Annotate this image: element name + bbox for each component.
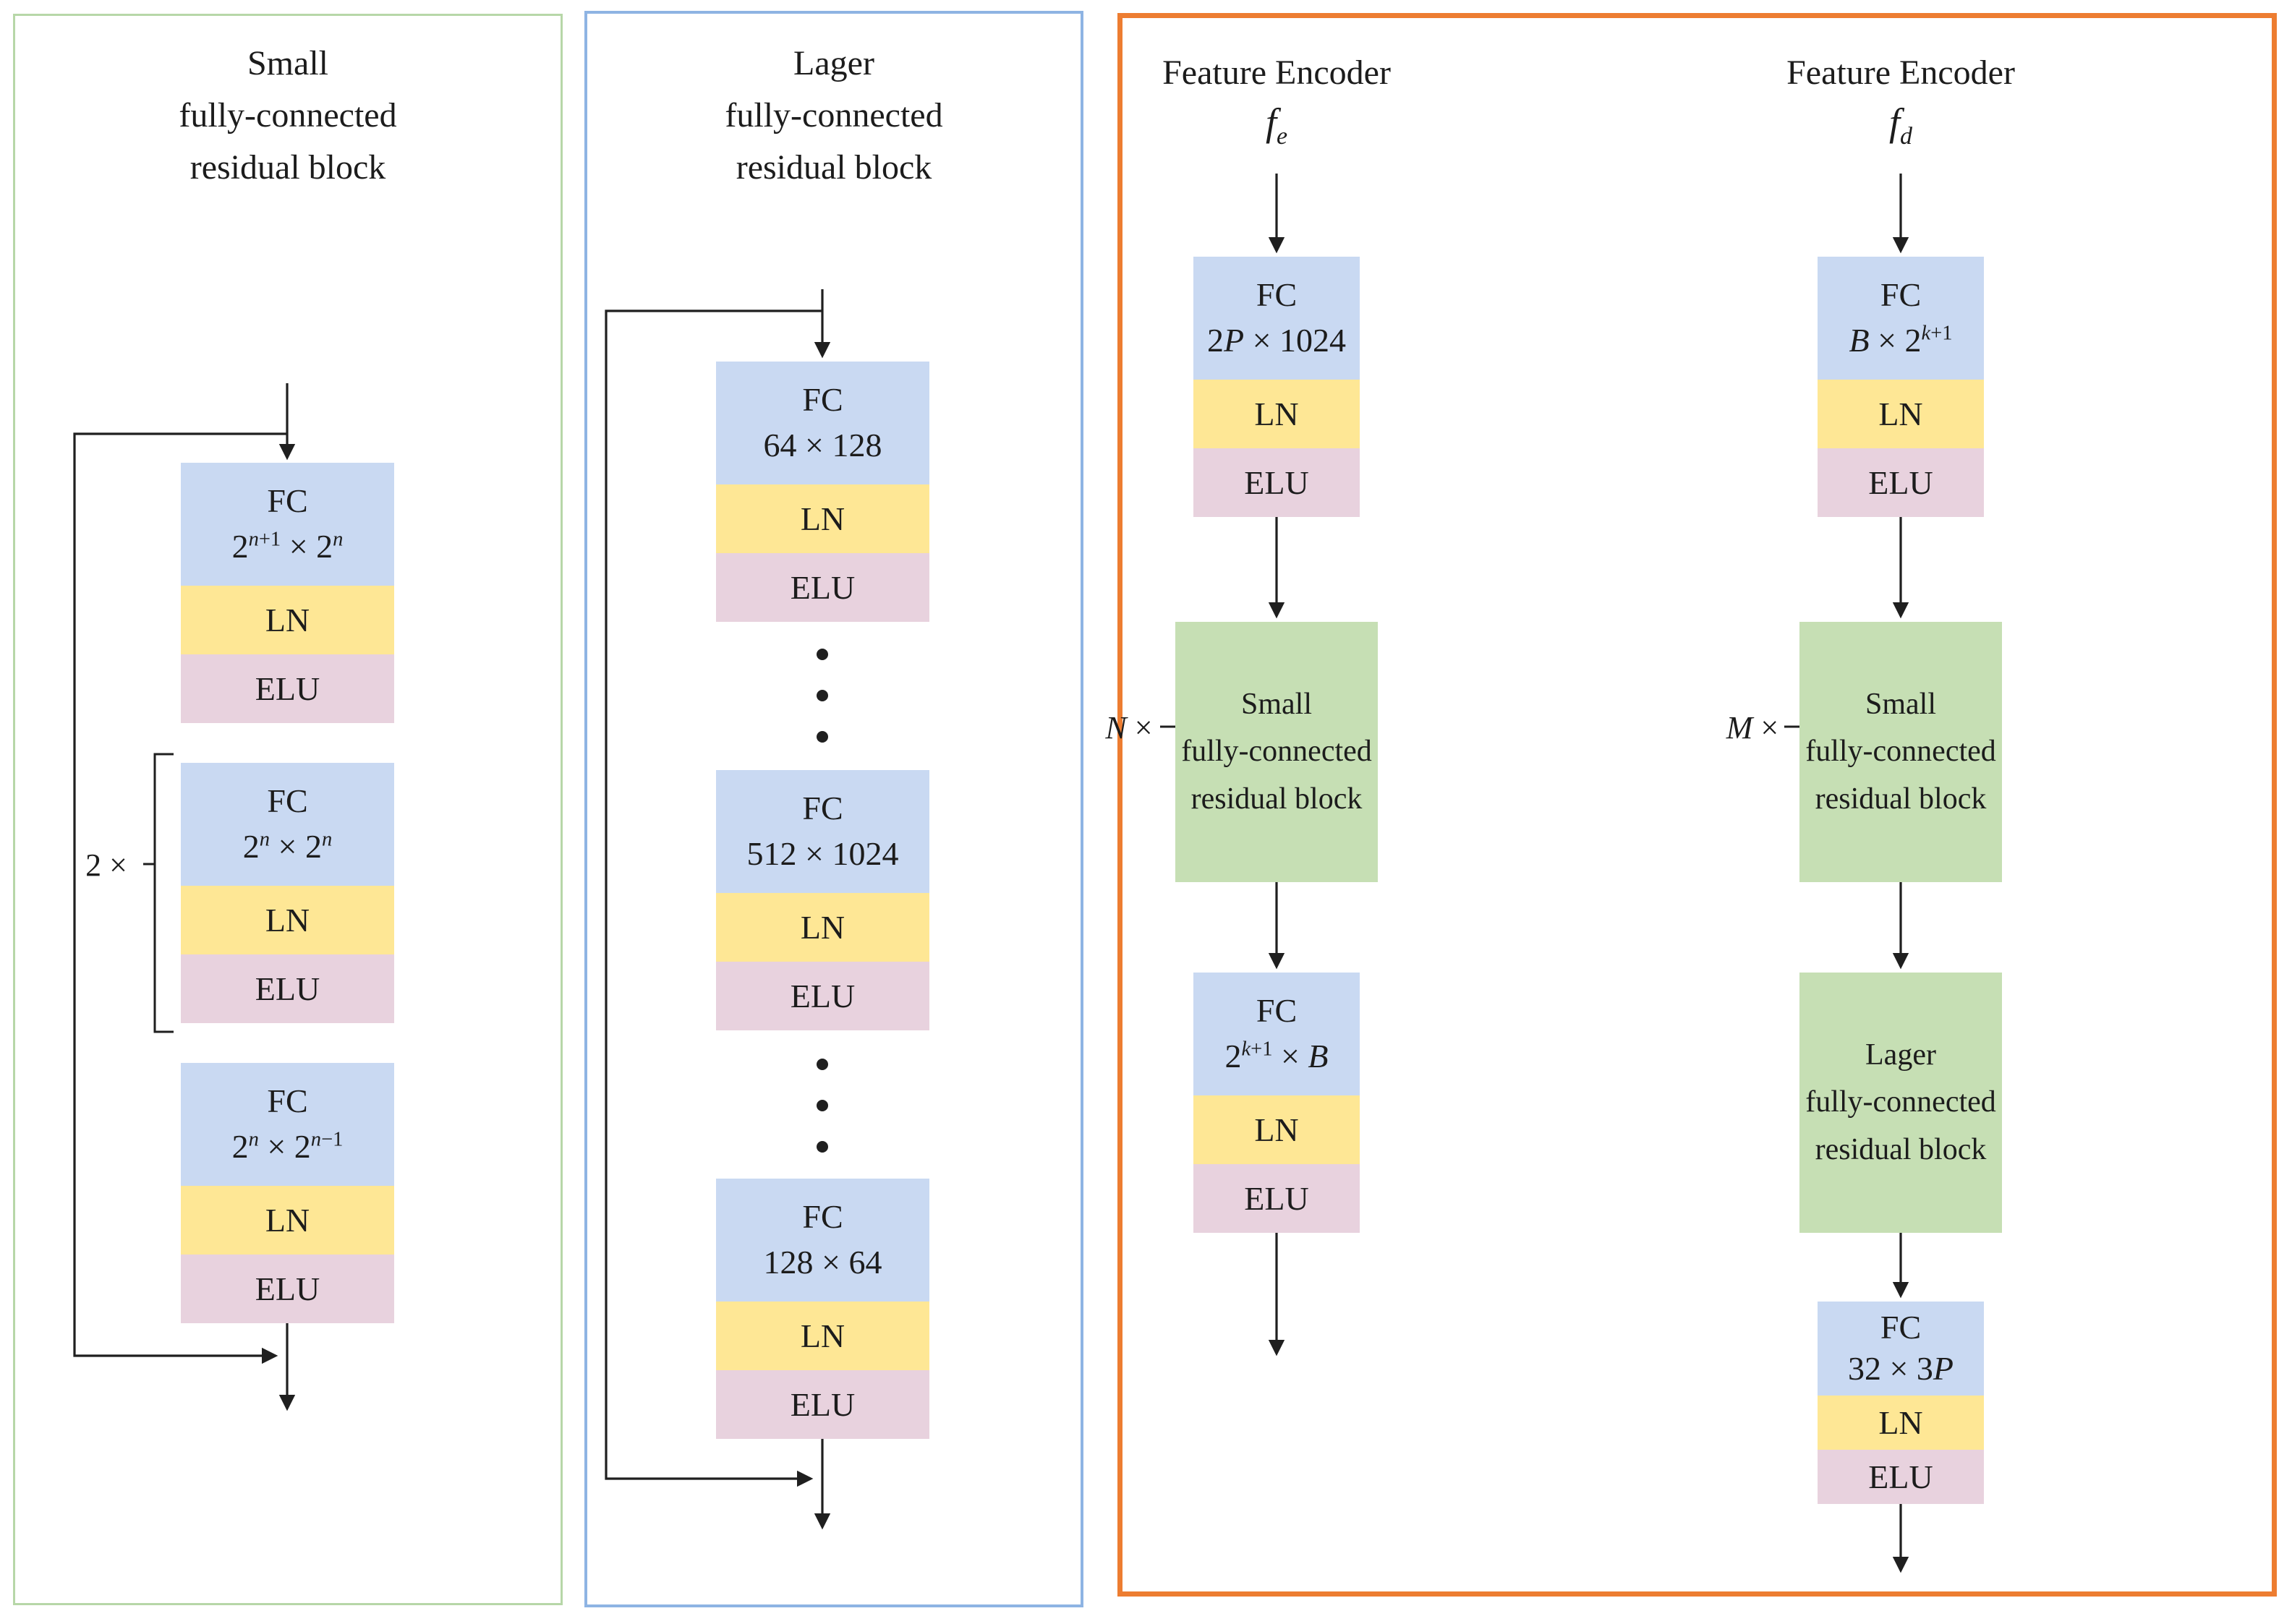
fc-dims: 2n+1 × 2n (231, 528, 344, 565)
fc-label: FC (267, 482, 308, 520)
encoder-d-small-residual-ref: Small fully-connected residual block (1799, 622, 2002, 882)
small-panel-title: Small fully-connected residual block (13, 38, 563, 194)
encoder-d-symbol-sub: d (1900, 123, 1912, 150)
fc-layer: FC 2k+1 × B (1193, 973, 1360, 1095)
larger-stack-2: FC 512 × 1024 LN ELU (716, 770, 929, 1030)
larger-stack-1: FC 64 × 128 LN ELU (716, 362, 929, 622)
fc-dims: 2n × 2n−1 (231, 1128, 344, 1165)
ln-layer: LN (1193, 380, 1360, 448)
title-line: Lager (793, 44, 874, 82)
encoder-d-larger-residual-ref: Lager fully-connected residual block (1799, 973, 2002, 1233)
elu-layer: ELU (1818, 1450, 1984, 1504)
larger-panel-title: Lager fully-connected residual block (584, 38, 1083, 194)
encoder-e-small-residual-ref: Small fully-connected residual block (1175, 622, 1378, 882)
elu-layer: ELU (716, 962, 929, 1030)
encoder-e-symbol-sub: e (1276, 123, 1288, 150)
panel-feature-encoders (1117, 13, 2277, 1597)
fc-label: FC (1880, 276, 1922, 314)
ln-layer: LN (1818, 1396, 1984, 1450)
fc-label: FC (267, 1082, 308, 1120)
ln-layer: LN (181, 586, 394, 654)
fc-label: FC (267, 782, 308, 820)
encoder-d-repeat-multiplier: M × (1726, 710, 1779, 745)
encoder-e-symbol-base: f (1265, 101, 1277, 144)
ref-line: fully-connected (1805, 1085, 1996, 1119)
fc-dims: B × 2k+1 (1849, 322, 1953, 359)
ln-layer: LN (181, 1186, 394, 1255)
small-stack-3: FC 2n × 2n−1 LN ELU (181, 1063, 394, 1323)
encoder-e-symbol: fe (1132, 100, 1421, 150)
fc-layer: FC 64 × 128 (716, 362, 929, 484)
ref-line: residual block (1190, 782, 1363, 816)
encoder-d-title: Feature Encoder (1786, 54, 2015, 92)
small-stack-2: FC 2n × 2n LN ELU (181, 763, 394, 1023)
fc-label: FC (1880, 1309, 1922, 1346)
larger-stack-3: FC 128 × 64 LN ELU (716, 1179, 929, 1439)
elu-layer: ELU (1193, 448, 1360, 517)
elu-layer: ELU (181, 1255, 394, 1323)
ref-line: Small (1865, 688, 1936, 722)
title-line: Small (247, 44, 328, 82)
fc-layer: FC 2n × 2n (181, 763, 394, 886)
fc-dims: 2P × 1024 (1206, 322, 1347, 359)
fc-dims: 2k+1 × B (1224, 1038, 1329, 1074)
title-line: residual block (736, 148, 932, 187)
fc-layer: FC 512 × 1024 (716, 770, 929, 893)
fc-label: FC (802, 790, 843, 827)
fc-layer: FC 128 × 64 (716, 1179, 929, 1302)
panel-larger-residual-block (584, 11, 1083, 1607)
ln-layer: LN (1193, 1095, 1360, 1164)
fc-dims: 64 × 128 (763, 427, 882, 463)
fc-dims: 512 × 1024 (746, 835, 899, 872)
encoder-e-input-stack: FC 2P × 1024 LN ELU (1193, 257, 1360, 517)
encoder-e-output-stack: FC 2k+1 × B LN ELU (1193, 973, 1360, 1233)
title-line: fully-connected (725, 96, 943, 134)
elu-layer: ELU (181, 654, 394, 723)
fc-layer: FC 32 × 3P (1818, 1302, 1984, 1396)
ref-line: residual block (1815, 782, 1987, 816)
ln-layer: LN (716, 893, 929, 962)
ref-line: fully-connected (1805, 735, 1996, 769)
ln-layer: LN (716, 484, 929, 553)
title-line: residual block (189, 148, 386, 187)
small-repeat-multiplier: 2 × (85, 847, 127, 883)
elu-layer: ELU (1193, 1164, 1360, 1233)
fc-label: FC (1256, 992, 1298, 1030)
ln-layer: LN (181, 886, 394, 954)
panel-small-residual-block (13, 14, 563, 1605)
fc-label: FC (802, 381, 843, 419)
ln-layer: LN (716, 1302, 929, 1370)
elu-layer: ELU (716, 1370, 929, 1439)
fc-label: FC (802, 1198, 843, 1236)
ref-line: Small (1240, 688, 1312, 722)
title-line: fully-connected (179, 96, 397, 134)
elu-layer: ELU (181, 954, 394, 1023)
fc-dims: 128 × 64 (763, 1244, 882, 1281)
encoder-d-symbol: fd (1756, 100, 2045, 150)
fc-layer: FC B × 2k+1 (1818, 257, 1984, 380)
fc-layer: FC 2n+1 × 2n (181, 463, 394, 586)
elu-layer: ELU (1818, 448, 1984, 517)
elu-layer: ELU (716, 553, 929, 622)
encoder-d-output-stack: FC 32 × 3P LN ELU (1818, 1302, 1984, 1504)
fc-dims: 2n × 2n (242, 828, 333, 865)
encoder-d-input-stack: FC B × 2k+1 LN ELU (1818, 257, 1984, 517)
fc-layer: FC 2n × 2n−1 (181, 1063, 394, 1186)
ref-line: Lager (1865, 1038, 1936, 1072)
fc-label: FC (1256, 276, 1298, 314)
small-stack-1: FC 2n+1 × 2n LN ELU (181, 463, 394, 723)
ref-line: residual block (1815, 1132, 1987, 1166)
encoder-e-repeat-multiplier: N × (1105, 710, 1153, 745)
encoder-d-symbol-base: f (1888, 101, 1900, 144)
ln-layer: LN (1818, 380, 1984, 448)
ref-line: fully-connected (1181, 735, 1372, 769)
fc-dims: 32 × 3P (1847, 1350, 1954, 1387)
encoder-e-title: Feature Encoder (1162, 54, 1391, 92)
fc-layer: FC 2P × 1024 (1193, 257, 1360, 380)
